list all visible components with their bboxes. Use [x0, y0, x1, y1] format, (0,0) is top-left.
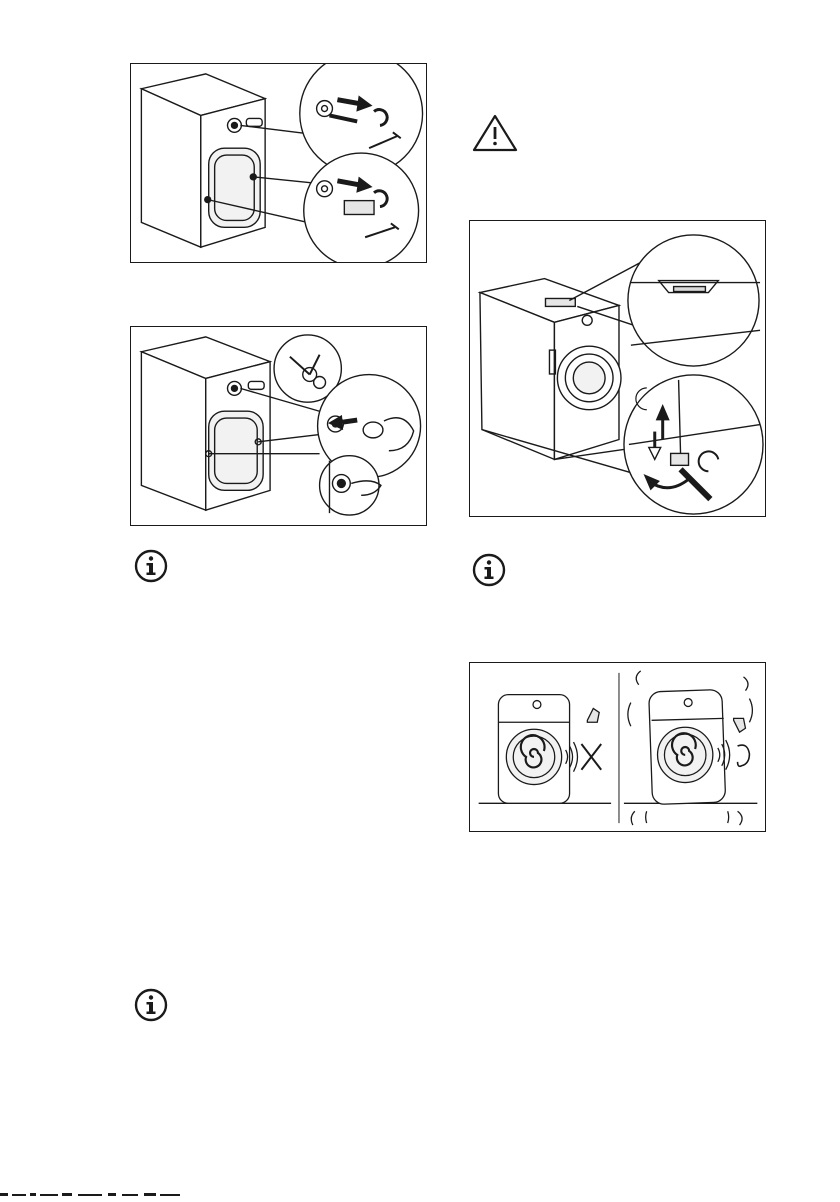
- vibration-comparison-illustration: [470, 663, 765, 831]
- info-icon: [133, 548, 169, 584]
- cropped-text-strip: [0, 1184, 840, 1192]
- info-icon: [471, 552, 507, 588]
- fig-insert-plastic-caps: [130, 326, 427, 526]
- fig-vibration-noise: [469, 662, 766, 832]
- transit-bolt-removal-illustration: [131, 64, 426, 262]
- leveling-feet-illustration: [470, 221, 765, 516]
- warning-triangle-icon: [471, 113, 519, 153]
- info-icon: [133, 987, 169, 1023]
- fig-level-appliance: [469, 220, 766, 517]
- plastic-caps-insertion-illustration: [131, 327, 426, 525]
- fig-remove-transit-bolts: [130, 63, 427, 263]
